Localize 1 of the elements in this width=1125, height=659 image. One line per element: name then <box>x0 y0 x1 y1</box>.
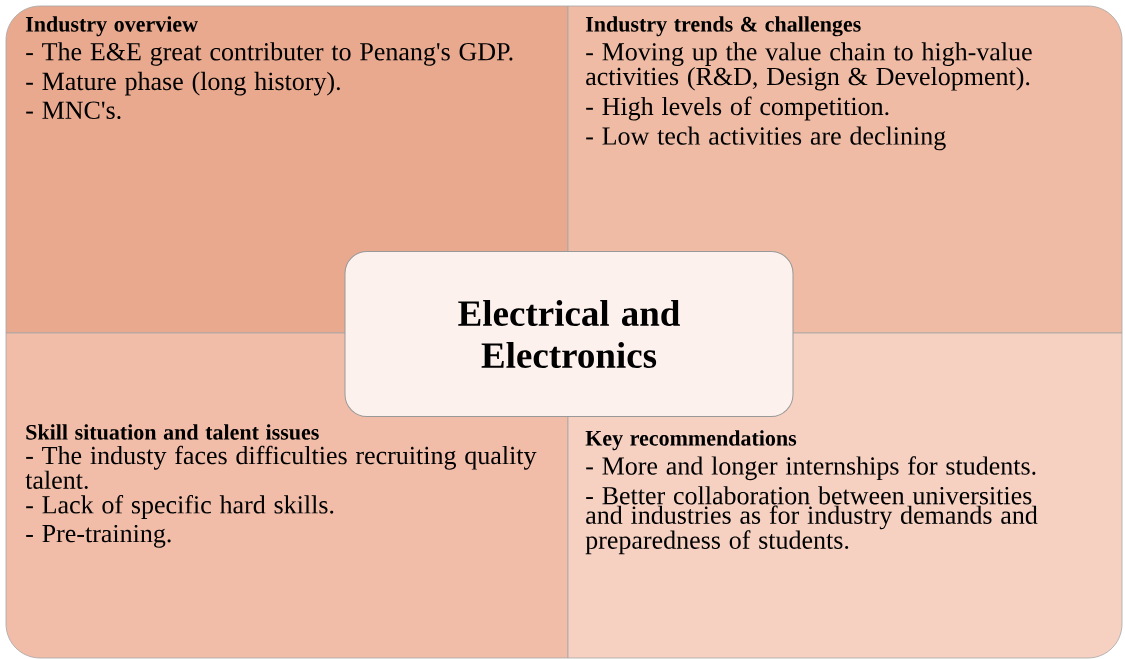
center-box: Electrical and Electronics <box>344 251 794 417</box>
